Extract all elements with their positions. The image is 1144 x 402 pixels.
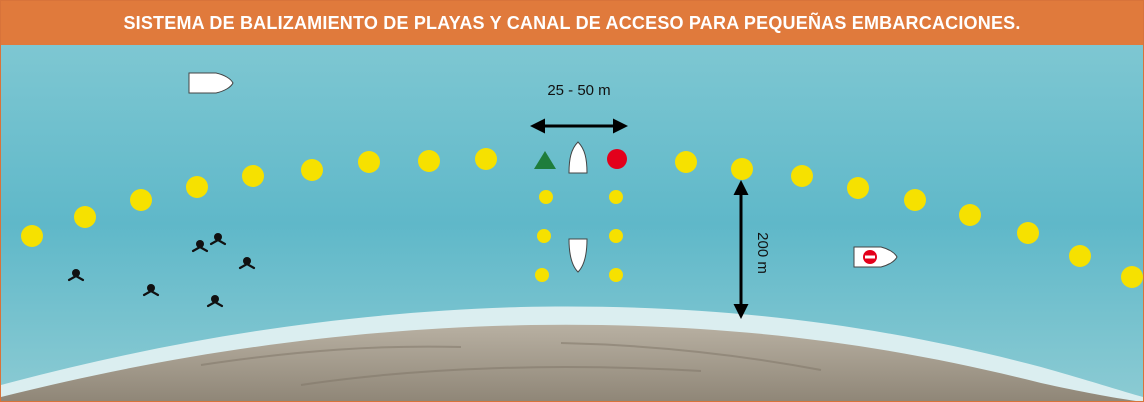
yellow-round-buoy-icon bbox=[791, 165, 813, 187]
swimmer-icon bbox=[206, 295, 224, 308]
no-entry-icon bbox=[853, 246, 898, 268]
boat-icon bbox=[568, 238, 588, 273]
yellow-round-buoy-icon bbox=[675, 151, 697, 173]
yellow-round-buoy-icon bbox=[475, 148, 497, 170]
yellow-round-buoy-icon bbox=[186, 176, 208, 198]
scene-illustration: 25 - 50 m 200 m bbox=[1, 45, 1143, 401]
yellow-round-buoy-icon bbox=[959, 204, 981, 226]
beach-sand bbox=[1, 324, 1136, 401]
yellow-round-buoy-icon bbox=[1121, 266, 1143, 288]
yellow-round-buoy-icon bbox=[21, 225, 43, 247]
yellow-round-buoy-icon bbox=[418, 150, 440, 172]
channel-buoy-icon bbox=[609, 229, 623, 243]
yellow-round-buoy-icon bbox=[731, 158, 753, 180]
swimmer-icon bbox=[67, 269, 85, 282]
green-triangle-buoy-icon bbox=[534, 151, 556, 169]
yellow-round-buoy-icon bbox=[301, 159, 323, 181]
channel-buoy-icon bbox=[537, 229, 551, 243]
sand-texture bbox=[200, 342, 822, 386]
zone-depth-label: 200 m bbox=[754, 232, 771, 274]
yellow-round-buoy-icon bbox=[358, 151, 380, 173]
channel-buoy-icon bbox=[535, 268, 549, 282]
swimmer-icon bbox=[209, 233, 227, 246]
red-round-buoy-icon bbox=[607, 149, 627, 169]
swimmer-icon bbox=[238, 257, 256, 270]
yellow-round-buoy-icon bbox=[242, 165, 264, 187]
diagram-title: SISTEMA DE BALIZAMIENTO DE PLAYAS Y CANA… bbox=[123, 12, 1021, 33]
channel-buoy-icon bbox=[609, 190, 623, 204]
swimmer-icon bbox=[191, 240, 209, 253]
beach-scene: 25 - 50 m 200 m bbox=[1, 45, 1143, 401]
boat-icon bbox=[188, 72, 234, 94]
yellow-round-buoy-icon bbox=[1017, 222, 1039, 244]
yellow-round-buoy-icon bbox=[1069, 245, 1091, 267]
channel-buoy-icon bbox=[609, 268, 623, 282]
swimmer-icon bbox=[142, 284, 160, 297]
channel-buoy-icon bbox=[539, 190, 553, 204]
title-banner: SISTEMA DE BALIZAMIENTO DE PLAYAS Y CANA… bbox=[1, 1, 1143, 45]
yellow-round-buoy-icon bbox=[904, 189, 926, 211]
boundary-buoys bbox=[21, 148, 1143, 288]
yellow-round-buoy-icon bbox=[74, 206, 96, 228]
yellow-round-buoy-icon bbox=[130, 189, 152, 211]
swimmers-group bbox=[67, 233, 256, 308]
channel-width-label: 25 - 50 m bbox=[547, 82, 610, 99]
yellow-round-buoy-icon bbox=[847, 177, 869, 199]
boat-icon bbox=[568, 141, 588, 174]
